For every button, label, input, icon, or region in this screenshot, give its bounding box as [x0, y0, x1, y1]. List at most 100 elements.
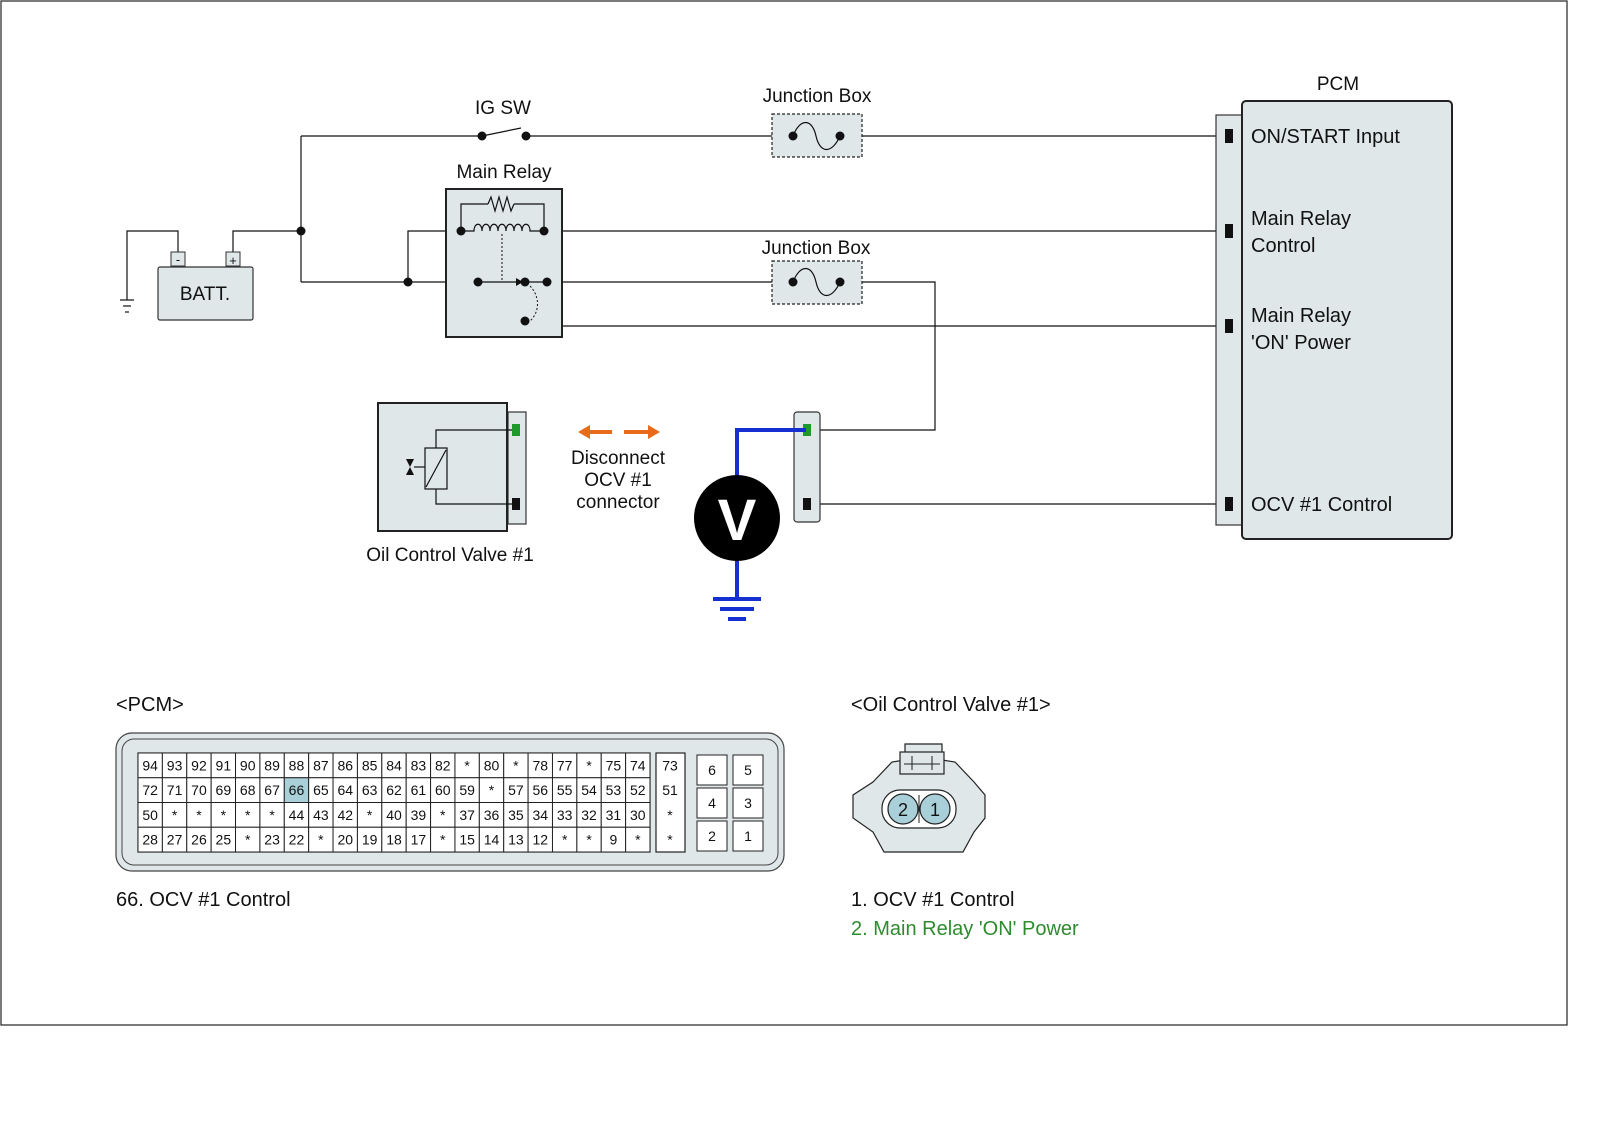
pcm-pin-cell: [430, 826, 456, 853]
pcm-pin-label: 56: [532, 782, 548, 798]
pcm-pin-cell: [137, 826, 163, 853]
pcm-pin-label: *: [318, 832, 324, 848]
pcm-pin-label: 85: [362, 757, 378, 773]
pcm-pin-cell: [137, 752, 163, 779]
pcm-pin-cell: [356, 752, 383, 779]
pcm-side-pin-label: *: [667, 807, 673, 823]
pcm-pin-label: 72: [142, 782, 158, 798]
pcm-pin-label: 82: [435, 757, 451, 773]
pcm-pin-cell: [259, 802, 285, 828]
pcm-pin-cell: [430, 777, 456, 803]
pcm-pin-label: 12: [532, 832, 548, 848]
pcm-pin-label: 83: [411, 757, 427, 773]
pcm-pin-label: 61: [411, 782, 427, 798]
ig-switch: IG SW: [475, 98, 531, 141]
pcm-pin-label: 19: [362, 832, 378, 848]
pcm-pin-cell: [137, 802, 163, 828]
pcm-pin-label: 59: [459, 782, 475, 798]
pcm-pin-label: *: [562, 832, 568, 848]
pcm-pin-label: 31: [606, 807, 622, 823]
junction-box-1: Junction Box: [763, 86, 872, 158]
pcm-pin-label: 30: [630, 807, 646, 823]
pcm-side-pin-label: 73: [662, 757, 678, 773]
pcm-pin-cell: [308, 802, 334, 828]
junction-box-1-label: Junction Box: [763, 86, 872, 107]
pcm-pin-cell: [283, 826, 310, 853]
junction-dots: [296, 226, 413, 287]
pcm-pin-cell: [405, 777, 432, 803]
battery-positive-sign: +: [229, 253, 237, 268]
pcm-pin-label: 25: [216, 832, 232, 848]
ocv-pin-1: [919, 793, 951, 825]
pcm-pin-label: *: [489, 782, 495, 798]
pcm-block-pin-label: 1: [744, 828, 752, 844]
pcm-pin-label: 52: [630, 782, 646, 798]
pcm-pin-label: 53: [606, 782, 622, 798]
ocv-pin-2-label: 2: [898, 800, 908, 820]
pcm-pin-label: *: [172, 807, 178, 823]
pcm-pin-label: 78: [532, 757, 548, 773]
pcm-pin-label: 77: [557, 757, 573, 773]
pcm-pin-label: 67: [264, 782, 280, 798]
pcm-pin-cell: [600, 802, 627, 828]
harness-pin-2: [803, 424, 811, 436]
pcm-pin-label: 86: [337, 757, 353, 773]
pcm-pin-label: 20: [337, 832, 353, 848]
pcm-pin-label: 60: [435, 782, 451, 798]
pcm-pin-cell: [308, 752, 334, 779]
pcm-pin-label: 33: [557, 807, 573, 823]
coil-icon: [461, 223, 544, 232]
disconnect-arrow-icon: [578, 425, 660, 439]
pcm-pin-label: 84: [386, 757, 402, 773]
pcm-pin-cell: [161, 802, 188, 828]
pcm-pin-label: 15: [459, 832, 475, 848]
pcm-pin-label: 14: [484, 832, 500, 848]
pcm-block-pin-label: 3: [744, 795, 752, 811]
pcm-pin-label: 75: [606, 757, 622, 773]
ocv-pin-2: [887, 793, 919, 825]
pcm-pin-cell: [503, 802, 529, 828]
ocv-connector-face: 2 1: [852, 743, 986, 853]
pcm-pin-label: 63: [362, 782, 378, 798]
disconnect-note-line3: connector: [576, 492, 660, 513]
pcm-pin-label: 68: [240, 782, 256, 798]
pcm-block-pin-cell: [696, 787, 728, 819]
pcm-block-pin-cell: [732, 820, 764, 852]
pcm-pin-label: 90: [240, 757, 256, 773]
pcm-pin-cell: [625, 826, 651, 853]
pcm-terminal-on-start: ON/START Input: [1251, 126, 1400, 148]
pcm-pin-label: *: [464, 757, 470, 773]
pcm-pin-label: 70: [191, 782, 207, 798]
valve-pin-1: [512, 498, 520, 510]
pcm-pin-cell: [478, 777, 505, 803]
ground-icon: [713, 597, 761, 621]
ocv-harness-connector: [793, 411, 821, 523]
pcm-pin-label: 22: [289, 832, 305, 848]
pcm-pin-label: 17: [411, 832, 427, 848]
pcm-pin-cell: [235, 777, 261, 803]
pcm-pin-label: 66: [289, 782, 305, 798]
pcm-pin-label: 64: [337, 782, 353, 798]
pcm-pin-label: 26: [191, 832, 207, 848]
pcm-pin-label: 32: [581, 807, 597, 823]
pcm-pin-cell: [576, 826, 602, 853]
pcm-block-pin-cell: [732, 754, 764, 786]
pcm-pin-cell: [332, 802, 358, 828]
battery-negative-terminal: [170, 251, 186, 267]
pcm-pin-cell: [625, 802, 651, 828]
fuse-icon: [792, 121, 841, 151]
disconnect-note-line1: Disconnect: [571, 448, 666, 469]
pcm-pin-label: 44: [289, 807, 305, 823]
pcm-pin-label: 40: [386, 807, 402, 823]
pcm-pin-cell: [161, 752, 188, 779]
pcm-pin-cell: [356, 802, 383, 828]
pcm-block-pin-label: 5: [744, 762, 752, 778]
pcm-pin-label: 74: [630, 757, 646, 773]
valve-icon: [406, 459, 414, 467]
ig-sw-label: IG SW: [475, 98, 531, 119]
pcm-pin-label: 37: [459, 807, 475, 823]
pcm-pin-label: 28: [142, 832, 158, 848]
pcm-pin-label: 13: [508, 832, 524, 848]
pcm-pin-cell: [430, 752, 456, 779]
